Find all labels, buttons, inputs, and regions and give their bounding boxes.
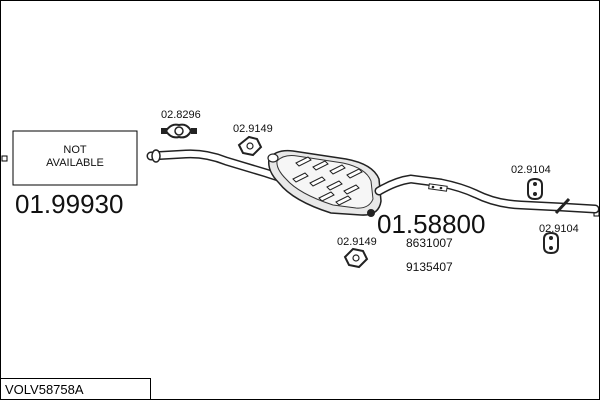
clamp-icon: [161, 123, 197, 139]
not-available-box: [12, 130, 138, 186]
mount-label-3: 02.9104: [511, 164, 551, 176]
rubber-mount-icon: [343, 247, 369, 269]
rubber-hanger-icon: [543, 231, 559, 255]
mount-label-2: 02.9149: [337, 236, 377, 248]
front-pipe: [146, 149, 291, 184]
silencer-part-number: 01.58800: [377, 209, 485, 239]
center-silencer: [267, 149, 382, 217]
main-part-number: 01.99930: [15, 189, 123, 219]
left-connector-marker: [1, 155, 8, 162]
diagram-code: VOLV58758A: [5, 382, 84, 397]
diagram-code-box: VOLV58758A: [1, 378, 151, 399]
oem-number-2: 9135407: [406, 260, 453, 274]
clamp-label: 02.8296: [161, 109, 201, 121]
rubber-mount-icon: [237, 135, 263, 157]
rear-pipe: [374, 174, 599, 215]
oem-number-1: 8631007: [406, 236, 453, 250]
rubber-hanger-icon: [527, 177, 543, 201]
not-available-line1: NOT: [63, 144, 87, 156]
mount-label-1: 02.9149: [233, 123, 273, 135]
mount-label-4: 02.9104: [539, 223, 579, 235]
not-available-line2: AVAILABLE: [46, 157, 104, 169]
